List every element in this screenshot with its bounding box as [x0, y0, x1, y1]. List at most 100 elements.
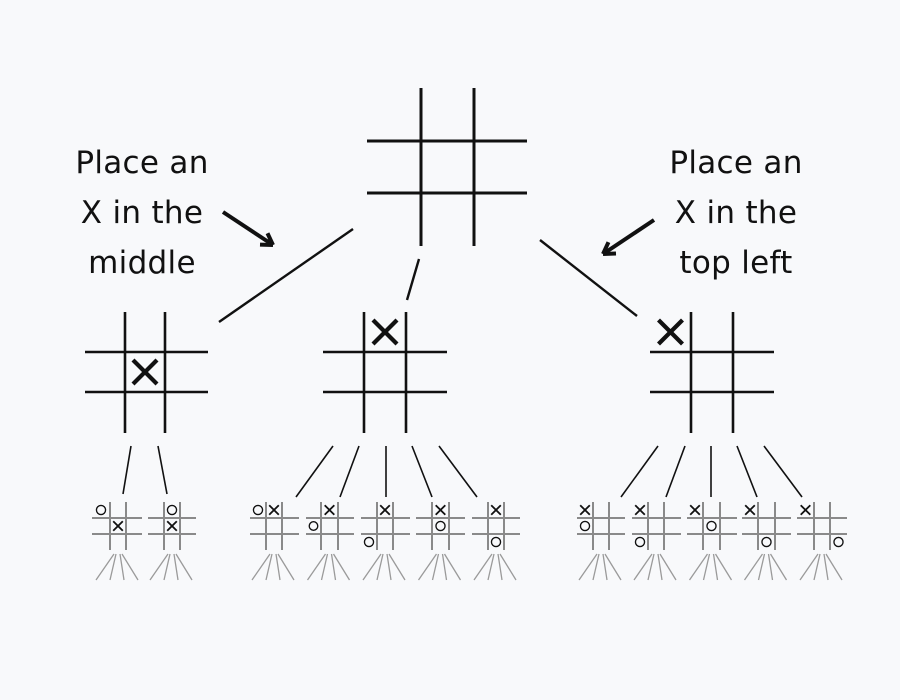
connector-line — [218, 228, 354, 323]
fan-line — [578, 553, 598, 581]
annotation-left: Place an X in the middle — [62, 138, 222, 288]
x-stroke — [490, 504, 502, 516]
small-board-5 — [361, 502, 410, 550]
fan-line — [251, 553, 271, 581]
x-stroke — [268, 504, 280, 516]
x-mark — [689, 504, 701, 516]
board-top-middle — [323, 312, 447, 433]
x-stroke — [800, 504, 811, 516]
fan-line — [95, 553, 115, 581]
o-mark — [308, 521, 319, 531]
x-mark — [634, 504, 646, 516]
fan-line — [173, 553, 179, 581]
fan-line — [417, 553, 438, 581]
x-mark — [435, 504, 446, 516]
fan-line — [714, 553, 733, 581]
connector-line — [295, 445, 334, 498]
fan-line — [362, 553, 382, 581]
arrow-right-down-icon — [221, 210, 275, 247]
fan-line — [320, 553, 329, 581]
o-mark — [579, 520, 591, 532]
root-board — [367, 88, 527, 246]
fan-line — [431, 553, 440, 581]
fan-line — [149, 553, 169, 581]
x-stroke — [324, 504, 335, 516]
subtree-fan — [95, 553, 139, 581]
x-mark — [371, 318, 399, 346]
subtree-fan — [799, 553, 843, 581]
connector-line — [665, 445, 686, 498]
small-board-1 — [92, 502, 142, 550]
x-stroke — [166, 520, 178, 532]
fan-line — [277, 553, 295, 581]
connector-line — [438, 445, 478, 498]
x-mark — [579, 504, 591, 516]
o-mark — [435, 520, 446, 532]
fan-line — [119, 553, 125, 581]
subtree-fan — [473, 553, 517, 581]
small-board-12 — [797, 502, 847, 550]
o-mark — [166, 504, 178, 516]
fan-line — [441, 553, 448, 581]
x-mark — [490, 504, 502, 516]
connector-line — [405, 258, 421, 301]
subtree-fan — [633, 553, 677, 581]
connector-line — [539, 239, 638, 317]
x-mark — [324, 504, 335, 516]
subtree-fan — [251, 553, 295, 581]
small-board-7 — [472, 502, 520, 550]
fan-line — [332, 553, 351, 581]
fan-line — [688, 553, 709, 581]
subtree-fan — [578, 553, 622, 581]
fan-line — [330, 553, 337, 581]
fan-line — [757, 553, 766, 581]
annotation-left-line-3: middle — [88, 245, 196, 281]
x-mark — [166, 520, 178, 532]
fan-line — [743, 553, 764, 581]
o-mark — [490, 536, 502, 548]
o-mark — [363, 536, 375, 548]
o-mark — [833, 536, 844, 548]
fan-line — [799, 553, 819, 581]
small-board-10 — [687, 502, 737, 550]
fan-line — [633, 553, 653, 581]
fan-line — [163, 553, 171, 581]
annotation-right-line-3: top left — [679, 245, 793, 281]
subtree-fan — [149, 553, 193, 581]
arrow-shaft — [601, 218, 656, 256]
small-board-11 — [742, 502, 791, 550]
fan-line — [602, 553, 608, 581]
annotation-right-line-1: Place an — [669, 145, 803, 181]
annotation-left-line-2: X in the — [80, 195, 204, 231]
small-board-2 — [148, 502, 196, 550]
fan-line — [499, 553, 517, 581]
annotation-right: Place an X in the top left — [656, 138, 816, 288]
fan-line — [497, 553, 503, 581]
fan-line — [306, 553, 327, 581]
x-stroke — [435, 504, 446, 516]
x-mark — [800, 504, 811, 516]
o-mark — [706, 520, 717, 532]
fan-line — [487, 553, 495, 581]
fan-line — [604, 553, 622, 581]
x-stroke — [371, 318, 399, 346]
o-mark — [95, 504, 107, 516]
x-mark — [112, 520, 124, 532]
arrow-left-down-icon — [601, 218, 656, 256]
x-mark — [379, 504, 391, 516]
x-stroke — [689, 504, 701, 516]
x-stroke — [379, 504, 391, 516]
subtree-fan — [362, 553, 406, 581]
fan-line — [386, 553, 392, 581]
x-stroke — [131, 358, 159, 386]
connector-line — [122, 445, 132, 495]
connector-line — [157, 445, 168, 495]
small-board-6 — [416, 502, 465, 550]
connector-line — [736, 445, 758, 498]
o-mark — [634, 536, 646, 548]
fan-line — [443, 553, 462, 581]
x-stroke — [657, 318, 684, 346]
fan-line — [767, 553, 774, 581]
x-stroke — [112, 520, 124, 532]
